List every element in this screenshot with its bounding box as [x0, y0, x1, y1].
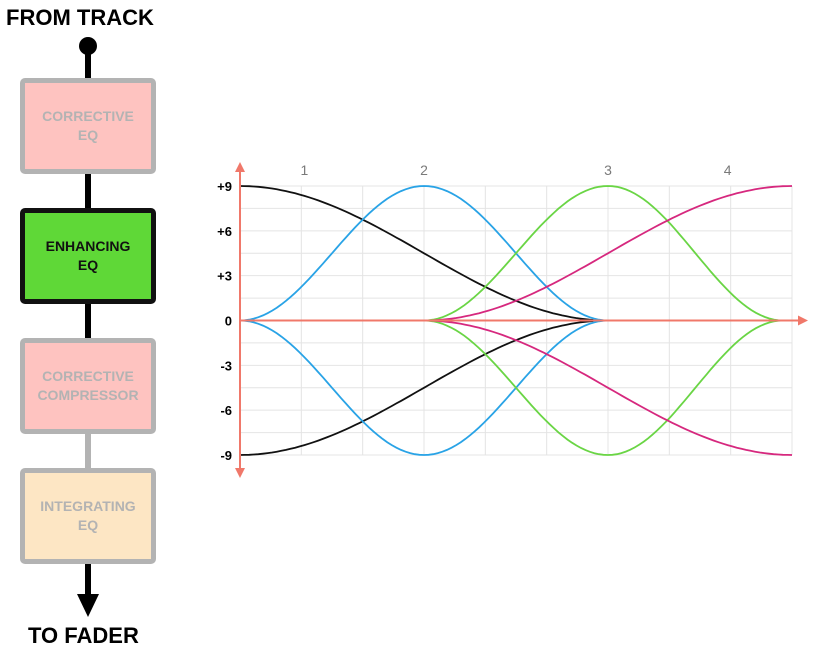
x-axis-arrow-right — [798, 315, 808, 326]
stage-label-line1: ENHANCING — [45, 238, 131, 254]
stage-label-line1: CORRECTIVE — [42, 368, 134, 384]
x-marker-label: 1 — [301, 162, 309, 178]
y-axis-arrow-up — [235, 162, 245, 172]
stage-label-line2: COMPRESSOR — [37, 387, 139, 403]
x-marker-label: 2 — [420, 162, 428, 178]
input-node-dot — [79, 37, 97, 55]
x-marker-label: 3 — [604, 162, 612, 178]
y-tick-label: -9 — [220, 448, 232, 463]
eq-curve-5 — [423, 185, 783, 322]
y-tick-label: -6 — [220, 403, 232, 418]
signal-chain-connectors — [77, 37, 99, 617]
y-tick-label: +3 — [217, 269, 232, 284]
y-tick-label: +9 — [217, 179, 232, 194]
eq-curve-7 — [423, 185, 793, 322]
eq-curve-6 — [423, 319, 783, 456]
y-tick-label: +6 — [217, 224, 232, 239]
to-fader-label: TO FADER — [28, 623, 139, 648]
stage-label-line2: EQ — [77, 257, 99, 273]
stage-corrective-eq: CORRECTIVE EQ — [20, 78, 156, 174]
y-tick-label: 0 — [225, 314, 232, 329]
eq-curve-1 — [239, 185, 609, 322]
from-track-label: FROM TRACK — [6, 5, 154, 30]
stage-label-line1: CORRECTIVE — [42, 108, 134, 124]
stage-label-line2: EQ — [77, 127, 99, 143]
output-arrow-head — [77, 594, 99, 617]
stage-integrating-eq: INTEGRATING EQ — [20, 468, 156, 564]
eq-curve-8 — [423, 319, 793, 456]
y-tick-label: -3 — [220, 358, 232, 373]
eq-curve-2 — [239, 319, 609, 456]
stage-corrective-compressor: CORRECTIVE COMPRESSOR — [20, 338, 156, 434]
stage-enhancing-eq: ENHANCING EQ — [20, 208, 156, 304]
stage-label-line2: EQ — [77, 517, 99, 533]
x-marker-label: 4 — [724, 162, 732, 178]
y-axis-arrow-down — [235, 468, 245, 478]
stage-label-line1: INTEGRATING — [40, 498, 136, 514]
